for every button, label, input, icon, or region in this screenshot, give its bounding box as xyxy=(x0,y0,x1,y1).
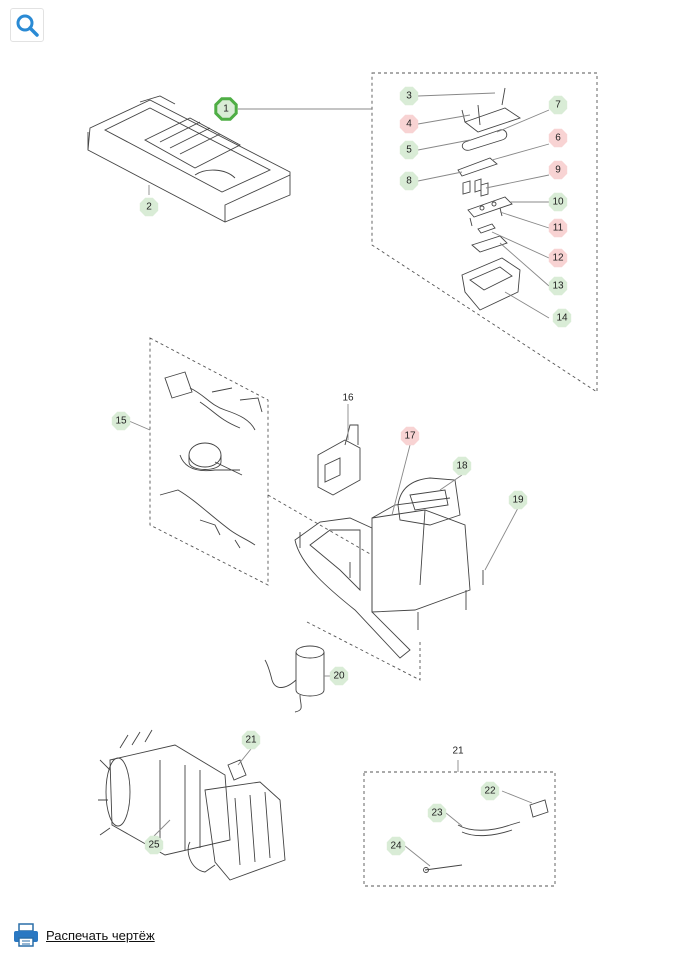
callout-label: 9 xyxy=(555,165,561,176)
search-icon xyxy=(16,14,39,37)
callout-badge xyxy=(399,140,419,160)
callout-label: 7 xyxy=(555,100,561,111)
callout-label: 11 xyxy=(553,223,564,234)
callout-badge xyxy=(144,835,164,855)
callout-badge xyxy=(399,114,419,134)
callout-badge xyxy=(241,730,261,750)
callout-label: 18 xyxy=(456,461,468,472)
callout-badge xyxy=(214,97,238,121)
callout-label: 2 xyxy=(146,202,152,213)
part-base-housing xyxy=(294,477,484,659)
search-button[interactable] xyxy=(10,8,44,42)
group-box-top xyxy=(371,72,598,393)
callout-12-unavailable[interactable]: 12 xyxy=(548,248,568,268)
callout-label: 20 xyxy=(333,671,345,682)
callout-badge xyxy=(508,490,528,510)
callout-17-unavailable[interactable]: 17 xyxy=(400,426,420,446)
callout-5-available[interactable]: 5 xyxy=(399,140,419,160)
callout-label: 3 xyxy=(406,91,412,102)
callout-24-available[interactable]: 24 xyxy=(386,836,406,856)
callout-badge xyxy=(548,218,568,238)
print-row: Распечать чертёж xyxy=(12,920,155,950)
part-handle-assembly xyxy=(457,87,522,311)
callout-1-selected[interactable]: 1 xyxy=(214,97,238,121)
callout-25-available[interactable]: 25 xyxy=(144,835,164,855)
callout-label: 4 xyxy=(406,119,412,130)
callout-15-available[interactable]: 15 xyxy=(111,411,131,431)
callout-label: 12 xyxy=(552,253,564,264)
callout-label: 23 xyxy=(431,808,443,819)
callout-9-unavailable[interactable]: 9 xyxy=(548,160,568,180)
callout-badge xyxy=(329,666,349,686)
callout-label: 22 xyxy=(484,786,496,797)
part-cable-kit xyxy=(423,799,549,873)
callout-label: 17 xyxy=(404,431,416,442)
callout-label: 13 xyxy=(552,281,564,292)
callout-22-available[interactable]: 22 xyxy=(480,781,500,801)
callout-14-available[interactable]: 14 xyxy=(552,308,572,328)
callout-label: 10 xyxy=(552,197,564,208)
callout-badge xyxy=(548,128,568,148)
callout-2-available[interactable]: 2 xyxy=(139,197,159,217)
callout-label: 15 xyxy=(115,416,127,427)
callout-20-available[interactable]: 20 xyxy=(329,666,349,686)
callout-4-unavailable[interactable]: 4 xyxy=(399,114,419,134)
group-box-cable-kit xyxy=(363,771,556,887)
callout-badge xyxy=(386,836,406,856)
callout-badge xyxy=(548,160,568,180)
callout-badge xyxy=(139,197,159,217)
callout-badge xyxy=(548,276,568,296)
part-wiring-harness xyxy=(159,371,263,549)
callout-label: 16 xyxy=(342,393,354,404)
callout-3-available[interactable]: 3 xyxy=(399,86,419,106)
callout-10-available[interactable]: 10 xyxy=(548,192,568,212)
callout-7-available[interactable]: 7 xyxy=(548,95,568,115)
callout-badge xyxy=(427,803,447,823)
callout-23-available[interactable]: 23 xyxy=(427,803,447,823)
callout-19-available[interactable]: 19 xyxy=(508,490,528,510)
callout-label: 21 xyxy=(245,735,257,746)
callout-badge xyxy=(452,456,472,476)
part-capacitor xyxy=(264,645,325,713)
callout-label: 19 xyxy=(512,495,524,506)
callout-badge xyxy=(548,248,568,268)
group-box-capacitor xyxy=(306,621,421,681)
callout-badge xyxy=(111,411,131,431)
callout-label: 21 xyxy=(452,746,464,757)
callout-label: 14 xyxy=(556,313,568,324)
callout-8-available[interactable]: 8 xyxy=(399,171,419,191)
callout-13-available[interactable]: 13 xyxy=(548,276,568,296)
callout-badge xyxy=(548,95,568,115)
callout-badge xyxy=(552,308,572,328)
print-drawing-link[interactable]: Распечать чертёж xyxy=(46,927,155,943)
callout-label: 24 xyxy=(390,841,402,852)
group-box-wiring xyxy=(149,337,269,586)
callout-label: 5 xyxy=(406,145,412,156)
printer-icon[interactable] xyxy=(12,921,40,949)
part-motor xyxy=(98,729,286,881)
callout-21-plain: 21 xyxy=(452,746,464,757)
callout-label: 8 xyxy=(406,176,412,187)
part-top-cover xyxy=(87,95,291,223)
part-relay-board xyxy=(317,424,361,496)
callout-label: 1 xyxy=(223,104,229,115)
callout-badge xyxy=(399,171,419,191)
callout-label: 6 xyxy=(555,133,561,144)
callout-badge xyxy=(399,86,419,106)
callout-badge xyxy=(548,192,568,212)
callout-6-unavailable[interactable]: 6 xyxy=(548,128,568,148)
callout-11-unavailable[interactable]: 11 xyxy=(548,218,568,238)
callout-badge xyxy=(400,426,420,446)
callout-badge xyxy=(480,781,500,801)
callout-21-available[interactable]: 21 xyxy=(241,730,261,750)
callout-18-available[interactable]: 18 xyxy=(452,456,472,476)
callout-label: 25 xyxy=(148,840,160,851)
callout-16-plain: 16 xyxy=(342,393,354,404)
